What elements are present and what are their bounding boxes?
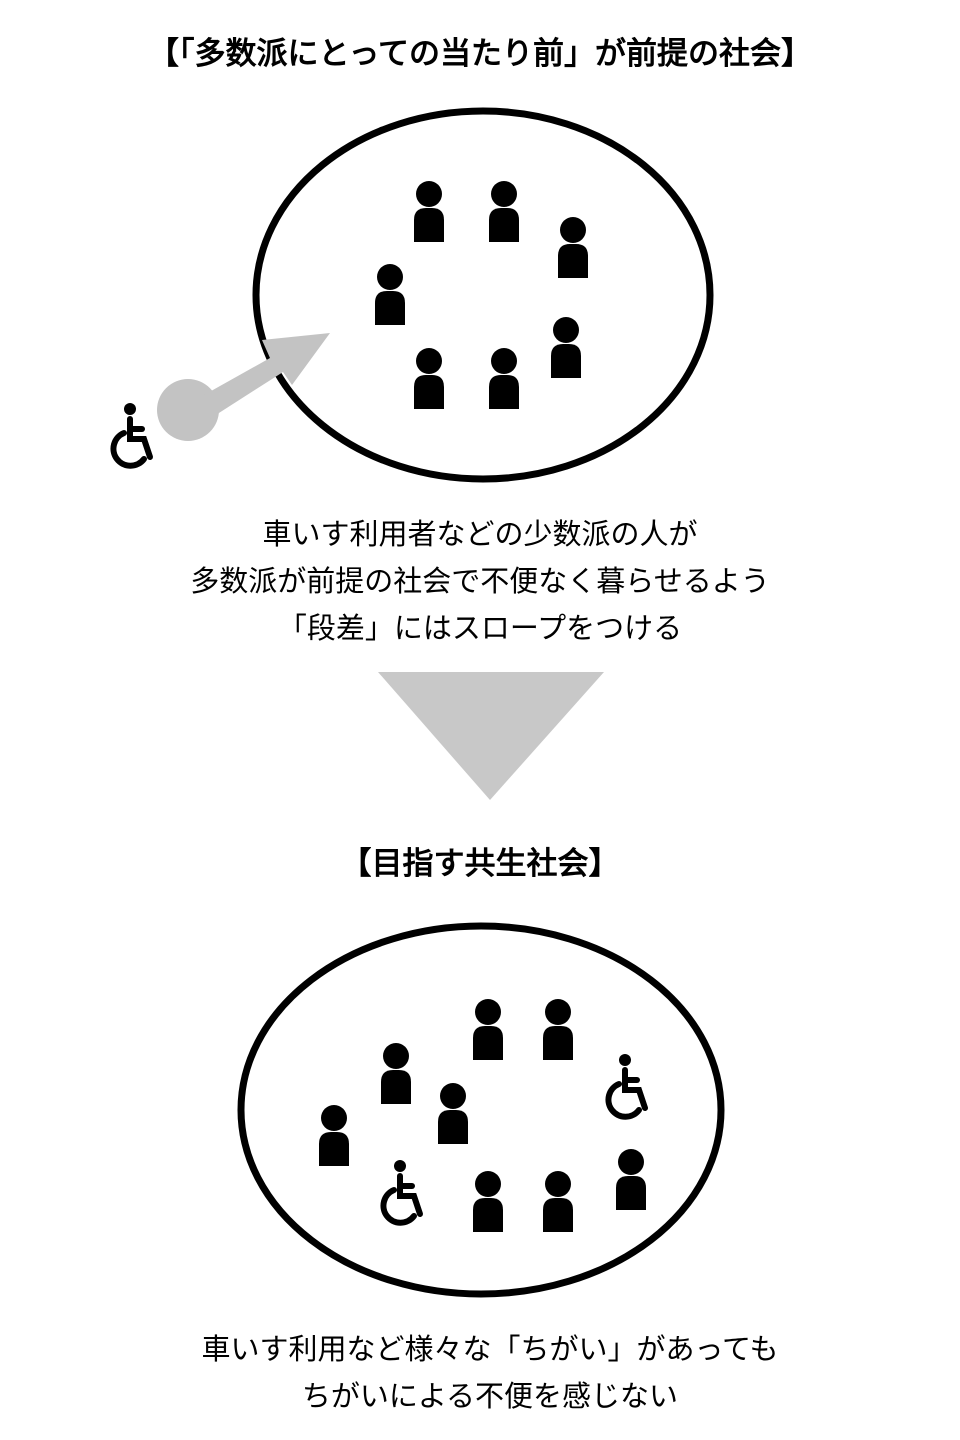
bottom-title: 【目指す共生社会】 <box>340 846 620 882</box>
person-icon <box>438 1083 468 1144</box>
person-icon <box>489 348 519 409</box>
caption-line: 「段差」にはスロープをつける <box>277 611 683 645</box>
person-icon <box>489 181 519 242</box>
majority-society-circle <box>252 107 714 483</box>
arrow-icon <box>157 333 330 441</box>
bottom-caption: 車いす利用など様々な「ちがい」があっても ちがいによる不便を感じない <box>10 1326 960 1420</box>
person-icon <box>473 999 503 1060</box>
inclusive-society-circle <box>237 922 725 1298</box>
person-icon <box>319 1105 349 1166</box>
person-icon <box>551 317 581 378</box>
wheelchair-icon <box>113 403 150 466</box>
caption-line: 車いす利用者などの少数派の人が <box>262 517 698 551</box>
person-icon <box>558 217 588 278</box>
wheelchair-icon <box>383 1160 420 1223</box>
person-icons-top <box>375 181 588 409</box>
caption-line: ちがいによる不便を感じない <box>301 1379 679 1413</box>
person-icon <box>375 264 405 325</box>
person-icon <box>543 999 573 1060</box>
top-caption: 車いす利用者などの少数派の人が 多数派が前提の社会で不便なく暮らせるよう 「段差… <box>0 511 960 652</box>
down-triangle-icon <box>378 672 604 800</box>
person-icon <box>473 1171 503 1232</box>
caption-line: 多数派が前提の社会で不便なく暮らせるよう <box>190 564 770 598</box>
person-icon <box>616 1149 646 1210</box>
person-icon <box>414 348 444 409</box>
person-icons-bottom <box>319 999 646 1232</box>
wheelchair-icon <box>608 1054 645 1117</box>
person-icon <box>543 1171 573 1232</box>
person-icon <box>414 181 444 242</box>
top-title: 【「多数派にとっての当たり前」が前提の社会】 <box>147 36 813 72</box>
person-icon <box>381 1043 411 1104</box>
caption-line: 車いす利用など様々な「ちがい」があっても <box>201 1332 779 1366</box>
